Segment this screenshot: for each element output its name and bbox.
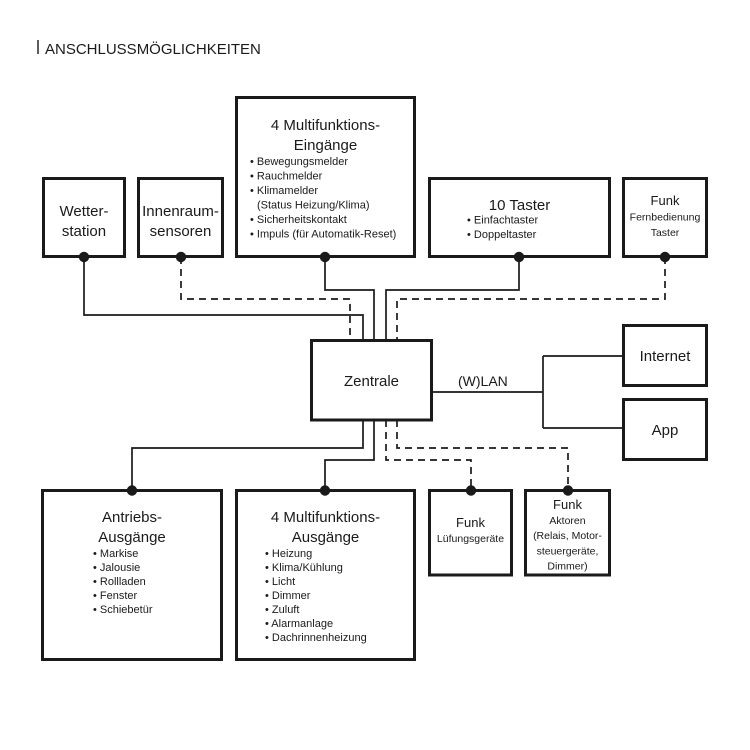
internet-box xyxy=(622,324,708,387)
list-item: • Fenster xyxy=(93,590,138,602)
list-item: • Impuls (für Automatik-Reset) xyxy=(250,229,396,241)
funk-aktoren-label-line-1: Funk xyxy=(553,497,582,512)
list-item-note: (Status Heizung/Klima) xyxy=(257,200,370,212)
zentrale-node: Zentrale xyxy=(310,339,433,422)
antriebs-ausgaenge-title-line-1: Antriebs- xyxy=(102,509,162,526)
network-section: (W)LAN Internet App xyxy=(458,324,708,461)
multifunktions-ausgaenge-title-line-2: Ausgänge xyxy=(292,529,360,546)
funk-fernbedienung-label-line-3: Taster xyxy=(651,227,680,239)
funk-aktoren-label-line-4: steuergeräte, xyxy=(537,546,599,558)
wetterstation-to-zentrale-line xyxy=(83,257,364,340)
multifunktions-ausgaenge-title-line-1: 4 Multifunktions- xyxy=(271,509,380,526)
wetterstation-connector-dot xyxy=(78,251,90,263)
innenraumsensoren-node: Innenraum- sensoren xyxy=(137,177,224,258)
list-item: • Alarmanlage xyxy=(265,618,333,630)
multifunktions-eingaenge-box xyxy=(235,96,416,258)
connection-lines xyxy=(83,257,666,490)
list-item: • Dimmer xyxy=(265,590,311,602)
app-box xyxy=(622,398,708,461)
funk-fernbedienung-node: Funk Fernbedienung Taster xyxy=(622,177,708,258)
funk-lueftung-label-line-2: Lüfungsgeräte xyxy=(437,533,504,545)
funk-lueftung-connector-dot xyxy=(465,485,477,496)
list-item: • Schiebetür xyxy=(93,604,153,616)
wetterstation-node: Wetter- station xyxy=(42,177,126,258)
list-item: • Sicherheitskontakt xyxy=(250,214,347,226)
multifunktions-eingaenge-node: 4 Multifunktions- Eingänge • Bewegungsme… xyxy=(235,96,416,258)
list-item: • Heizung xyxy=(265,548,312,560)
header: ANSCHLUSSMÖGLICHKEITEN xyxy=(37,40,261,58)
multifunktions-ausgaenge-node: 4 Multifunktions- Ausgänge • Heizung • K… xyxy=(235,489,416,661)
funk-fernbedienung-connector-dot xyxy=(659,251,671,263)
innenraumsensoren-connector-dot xyxy=(175,251,187,263)
wlan-label: (W)LAN xyxy=(458,373,508,389)
multifunktions-eingaenge-connector-dot xyxy=(319,251,331,263)
list-item: • Jalousie xyxy=(93,562,140,574)
page-title: ANSCHLUSSMÖGLICHKEITEN xyxy=(45,40,261,58)
list-item: • Einfachtaster xyxy=(467,215,538,227)
list-item: • Licht xyxy=(265,576,295,588)
innenraumsensoren-label-line-1: Innenraum- xyxy=(142,203,219,220)
list-item: • Doppeltaster xyxy=(467,229,537,241)
internet-label: Internet xyxy=(640,348,692,365)
multifunktions-ausgaenge-connector-dot xyxy=(319,485,331,496)
funk-aktoren-label-line-2: Aktoren xyxy=(549,515,585,527)
wetterstation-label-line-1: Wetter- xyxy=(60,203,109,220)
funk-fernbedienung-label-line-2: Fernbedienung xyxy=(630,212,701,224)
zentrale-to-funk-aktoren-line xyxy=(396,420,569,490)
taster-title: 10 Taster xyxy=(489,197,550,214)
wetterstation-box xyxy=(42,177,126,258)
list-item: • Bewegungsmelder xyxy=(250,156,348,168)
innenraumsensoren-to-zentrale-line xyxy=(180,257,351,340)
taster-connector-dot xyxy=(513,251,525,263)
list-item: • Zuluft xyxy=(265,604,299,616)
funk-lueftung-box xyxy=(428,489,513,577)
list-item: • Dachrinnenheizung xyxy=(265,632,367,644)
innenraumsensoren-label-line-2: sensoren xyxy=(150,223,212,240)
app-label: App xyxy=(652,422,679,439)
innenraumsensoren-box xyxy=(137,177,224,258)
taster-to-zentrale-line xyxy=(385,257,520,340)
funk-aktoren-box xyxy=(524,489,611,577)
list-item: • Klima/Kühlung xyxy=(265,562,343,574)
taster-node: 10 Taster • Einfachtaster • Doppeltaster xyxy=(428,177,611,258)
taster-box xyxy=(428,177,611,258)
list-item: • Klimamelder xyxy=(250,185,318,197)
funk-aktoren-node: Funk Aktoren (Relais, Motor- steuergerät… xyxy=(524,489,611,577)
eingaenge-to-zentrale-line xyxy=(324,257,375,340)
connector-dots xyxy=(78,251,671,496)
antriebs-ausgaenge-title-line-2: Ausgänge xyxy=(98,529,166,546)
list-item: • Markise xyxy=(93,548,138,560)
multifunktions-eingaenge-title-line-2: Eingänge xyxy=(294,137,357,154)
antriebs-ausgaenge-box xyxy=(41,489,223,661)
funk-fernbedienung-label-line-1: Funk xyxy=(651,193,680,208)
funk-aktoren-connector-dot xyxy=(562,485,574,496)
antriebs-ausgaenge-connector-dot xyxy=(126,485,138,496)
funk-lueftung-label-line-1: Funk xyxy=(456,515,485,530)
multifunktions-eingaenge-title-line-1: 4 Multifunktions- xyxy=(271,117,380,134)
funk-fernbedienung-to-zentrale-line xyxy=(396,257,666,340)
zentrale-to-multifunktions-ausgaenge-line xyxy=(324,420,375,490)
multifunktions-ausgaenge-box xyxy=(235,489,416,661)
zentrale-to-antriebs-ausgaenge-line xyxy=(131,420,364,490)
funk-lueftung-node: Funk Lüfungsgeräte xyxy=(428,489,513,577)
list-item: • Rauchmelder xyxy=(250,171,323,183)
funk-aktoren-label-line-3: (Relais, Motor- xyxy=(533,530,602,542)
zentrale-label: Zentrale xyxy=(344,373,399,390)
wetterstation-label-line-2: station xyxy=(62,223,106,240)
antriebs-ausgaenge-node: Antriebs- Ausgänge • Markise • Jalousie … xyxy=(41,489,223,661)
zentrale-box xyxy=(310,339,433,422)
funk-aktoren-label-line-5: Dimmer) xyxy=(547,561,587,573)
list-item: • Rollladen xyxy=(93,576,146,588)
